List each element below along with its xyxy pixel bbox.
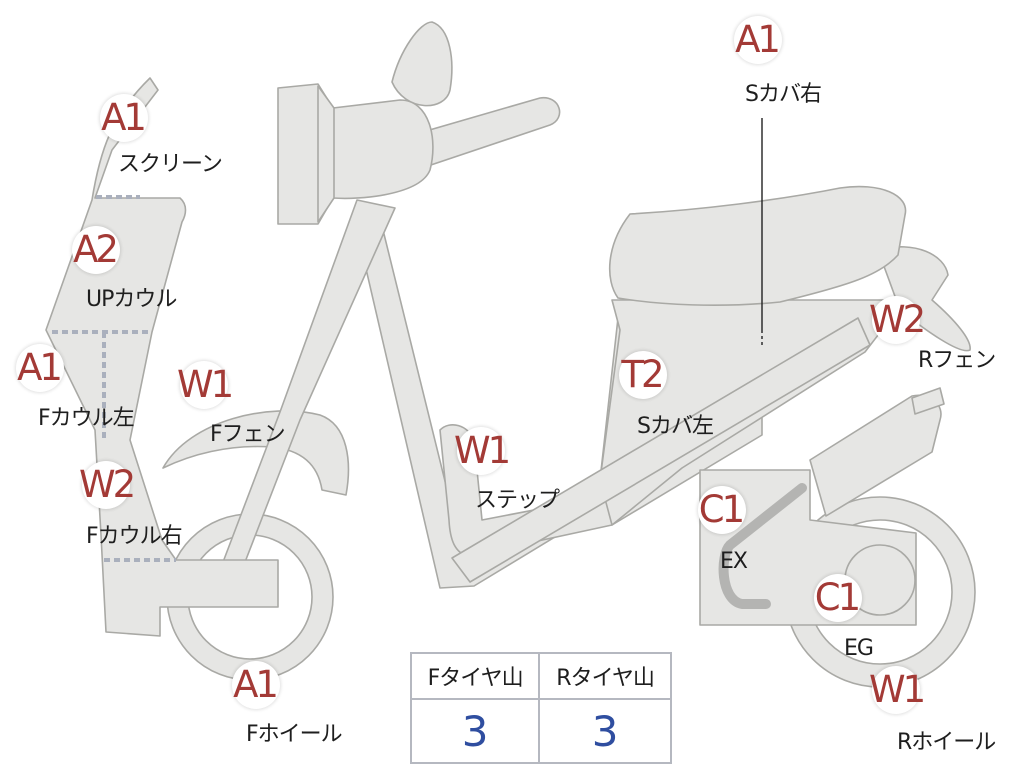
f-cowl-left-grade-badge: A1 — [16, 344, 64, 392]
exhaust-label: EX — [720, 549, 748, 574]
f-fender-label: Fフェン — [210, 422, 286, 447]
exhaust-pipe — [718, 483, 807, 609]
f-cowl-right-label: Fカウル右 — [86, 524, 183, 549]
tire-table-value-row: 3 3 — [409, 698, 672, 764]
s-cover-right-label: Sカバ右 — [745, 82, 822, 107]
headlight-inner — [317, 85, 335, 223]
engine-label: EG — [844, 636, 874, 661]
step-grade-badge: W1 — [454, 427, 511, 475]
r-wheel-label: Rホイール — [897, 730, 996, 755]
s-cover-right-grade-badge: A1 — [734, 16, 782, 64]
shock-rod — [911, 387, 945, 415]
r-tire-header: Rタイヤ山 — [538, 652, 672, 700]
tire-tread-table: Fタイヤ山 Rタイヤ山 3 3 — [409, 652, 672, 764]
f-tire-value: 3 — [409, 698, 541, 764]
f-wheel-grade-badge: A1 — [232, 661, 280, 709]
f-cowl-right-grade-badge: W2 — [79, 461, 136, 509]
f-fender-grade-badge: W1 — [177, 361, 234, 409]
f-wheel-label: Fホイール — [246, 722, 343, 747]
engine-grade-badge: C1 — [814, 574, 862, 622]
r-wheel-grade-badge: W1 — [869, 666, 926, 714]
headlight — [277, 83, 434, 225]
f-tire-header: Fタイヤ山 — [409, 652, 541, 700]
up-cowl-label: UPカウル — [86, 287, 177, 312]
screen-grade-badge: A1 — [100, 94, 148, 142]
s-cover-left-grade-badge: T2 — [619, 351, 667, 399]
exhaust-grade-badge: C1 — [698, 486, 746, 534]
s-cover-left-label: Sカバ左 — [637, 414, 714, 439]
r-tire-value: 3 — [538, 698, 672, 764]
tire-table-header-row: Fタイヤ山 Rタイヤ山 — [409, 652, 672, 700]
r-fender-label: Rフェン — [918, 348, 996, 373]
mirror — [391, 21, 453, 107]
handlebar — [394, 97, 561, 173]
up-cowl-grade-badge: A2 — [72, 226, 120, 274]
screen-label: スクリーン — [118, 152, 223, 177]
rear-fender — [877, 246, 971, 352]
front-fork — [219, 199, 396, 576]
r-fender-grade-badge: W2 — [869, 296, 926, 344]
front-fender — [162, 410, 350, 496]
step-label: ステップ — [475, 488, 560, 513]
seat — [608, 185, 907, 307]
floor-rail — [451, 317, 871, 583]
f-cowl-left-label: Fカウル左 — [38, 406, 135, 431]
